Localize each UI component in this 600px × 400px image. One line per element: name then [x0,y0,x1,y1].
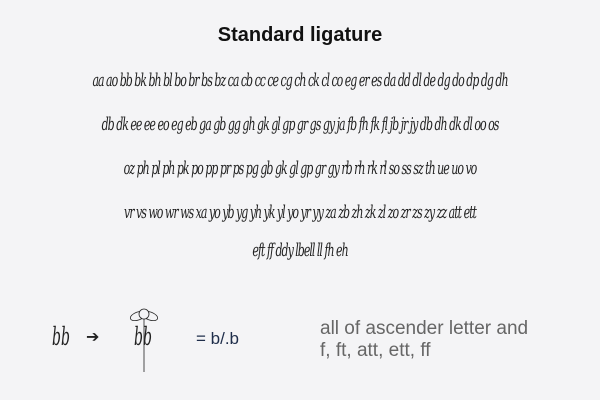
ligature-row-3: oz ph pl ph pk po pp pr ps pg gb gk gl g… [123,158,478,179]
description-line-1: all of ascender letter and [320,318,529,339]
page-title: Standard ligature [217,24,383,46]
description: all of ascender letter and f, ft, att, e… [320,318,528,362]
source-glyph: bb [52,323,70,353]
result-glyph: bb [134,323,152,353]
description-line-2: f, ft, att, ett, ff [320,340,431,361]
ligature-row-2: db dk ee ee eo eg eb ga gb gg gh gk gl g… [101,114,500,135]
ligature-row-4: vr vs wo wr ws xa yo yb yg yh yk yl yo y… [124,202,477,223]
flower-icon [129,308,159,372]
arrow-icon: ➔ [86,329,100,346]
ligature-row-1: aa ao bb bk bh bl bo br bs bz ca cb cc c… [92,70,508,91]
ligature-row-5: eft ff ddy lbell ll fh eh [252,240,348,261]
equals-code: = b/.b [196,329,240,348]
